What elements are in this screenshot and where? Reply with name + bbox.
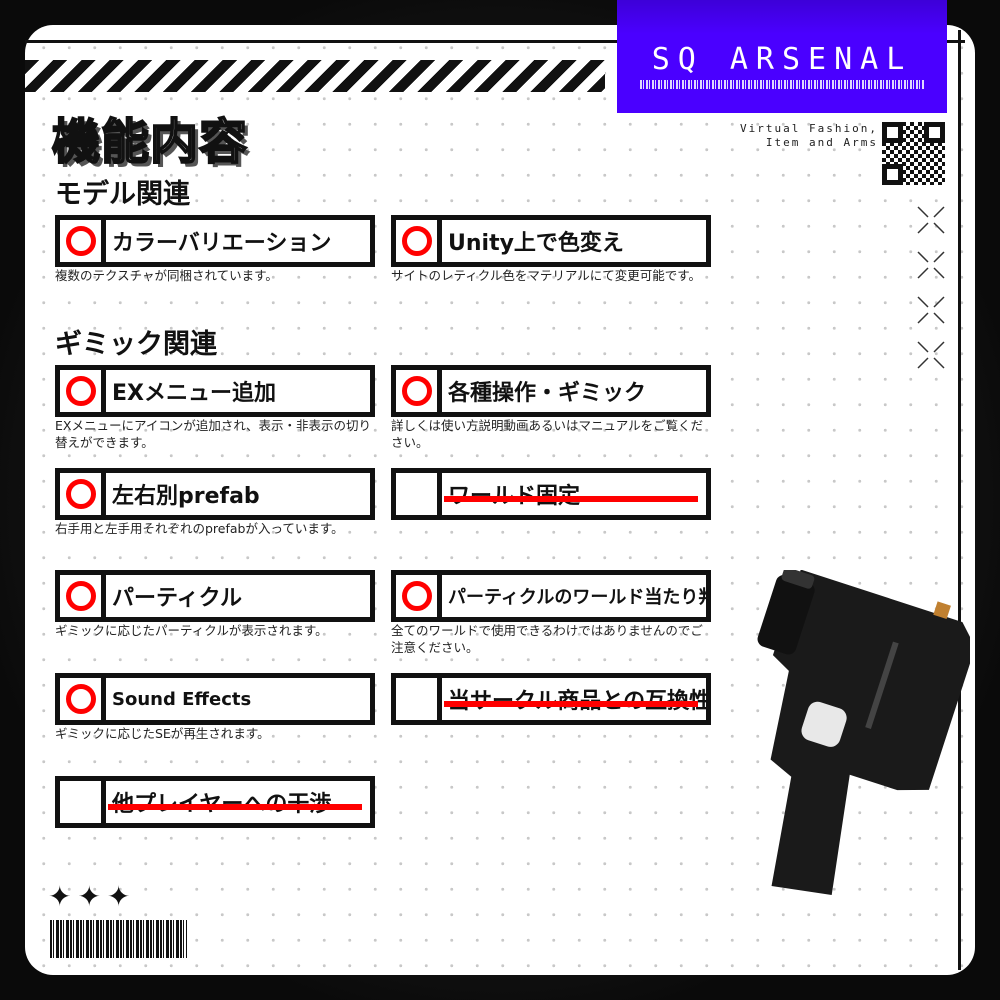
sparkle-icons: ✦✦✦: [48, 880, 137, 913]
circle-mark-icon: [401, 581, 432, 611]
feature-item: パーティクル: [55, 570, 375, 622]
feature-label: ワールド固定: [442, 473, 706, 515]
feature-label: パーティクル: [106, 575, 370, 617]
cross-icon: [917, 251, 945, 279]
feature-item: Unity上で色変え: [391, 215, 711, 267]
check-cell: [60, 678, 106, 720]
feature-description: ギミックに応じたパーティクルが表示されます。: [55, 623, 328, 638]
check-cell: [396, 575, 442, 617]
feature-label: 左右別prefab: [106, 473, 370, 515]
circle-mark-icon: [65, 479, 96, 509]
feature-description: 詳しくは使い方説明動画あるいはマニュアルをご覧ください。: [391, 418, 704, 450]
strikethrough: [444, 496, 698, 502]
brand-banner: SQ ARSENAL: [617, 0, 947, 113]
section-heading-gimmick: ギミック関連: [55, 329, 217, 360]
feature-item: 各種操作・ギミック: [391, 365, 711, 417]
brand-tagline: Virtual Fashion,Item and Arms: [740, 122, 878, 150]
feature-description: 右手用と左手用それぞれのprefabが入っています。: [55, 521, 344, 536]
feature-label-text: 各種操作・ギミック: [448, 381, 647, 406]
tagline-line: Virtual Fashion,: [740, 122, 878, 135]
check-cell: [60, 781, 106, 823]
check-cell: [396, 678, 442, 720]
feature-item: 他プレイヤーへの干渉: [55, 776, 375, 828]
brand-logo: SQ ARSENAL: [651, 42, 913, 77]
feature-item: Sound Effects: [55, 673, 375, 725]
feature-label-text: Unity上で色変え: [448, 231, 624, 256]
feature-item: EXメニュー追加: [55, 365, 375, 417]
feature-label-text: 左右別prefab: [112, 484, 260, 509]
feature-label-text: パーティクルのワールド当たり判定: [448, 587, 706, 608]
circle-mark-icon: [65, 376, 96, 406]
check-cell: [396, 220, 442, 262]
feature-description: 全てのワールドで使用できるわけではありませんのでご注意ください。: [391, 623, 703, 655]
feature-description: ギミックに応じたSEが再生されます。: [55, 726, 270, 741]
feature-label-text: カラーバリエーション: [112, 231, 332, 256]
qr-code: [882, 122, 945, 185]
check-cell: [60, 370, 106, 412]
strikethrough: [108, 804, 362, 810]
pistol-image: [757, 570, 970, 896]
feature-item: パーティクルのワールド当たり判定: [391, 570, 711, 622]
feature-description: 複数のテクスチャが同梱されています。: [55, 268, 278, 283]
feature-item: 当サークル商品との互換性: [391, 673, 711, 725]
barcode-strip: [640, 80, 925, 89]
feature-label: 当サークル商品との互換性: [442, 678, 706, 720]
feature-label-text: Sound Effects: [112, 688, 252, 710]
tagline-line: Item and Arms: [765, 136, 878, 149]
circle-mark-icon: [65, 684, 96, 714]
feature-description: サイトのレティクル色をマテリアルにて変更可能です。: [391, 268, 702, 283]
divider: [958, 30, 961, 970]
feature-label-text: 当サークル商品との互換性: [448, 683, 706, 715]
feature-label-text: ワールド固定: [448, 478, 580, 510]
check-cell: [60, 220, 106, 262]
check-cell: [60, 473, 106, 515]
page-title: 機能内容: [51, 113, 249, 171]
check-cell: [396, 370, 442, 412]
barcode: [50, 920, 187, 958]
circle-mark-icon: [65, 581, 96, 611]
hazard-stripes: [25, 60, 605, 92]
feature-label: パーティクルのワールド当たり判定: [442, 575, 706, 617]
feature-item: カラーバリエーション: [55, 215, 375, 267]
feature-label: 他プレイヤーへの干渉: [106, 781, 370, 823]
feature-label-text: パーティクル: [112, 586, 243, 611]
feature-label: Unity上で色変え: [442, 220, 706, 262]
cross-icon: [917, 341, 945, 369]
cross-icon: [917, 206, 945, 234]
feature-item: ワールド固定: [391, 468, 711, 520]
circle-mark-icon: [65, 226, 96, 256]
feature-label: Sound Effects: [106, 678, 370, 720]
cross-icon: [917, 296, 945, 324]
circle-mark-icon: [401, 226, 432, 256]
check-cell: [60, 575, 106, 617]
circle-mark-icon: [401, 376, 432, 406]
feature-description: EXメニューにアイコンが追加され、表示・非表示の切り替えができます。: [55, 418, 371, 450]
feature-label-text: EXメニュー追加: [112, 381, 276, 406]
feature-label: 各種操作・ギミック: [442, 370, 706, 412]
section-heading-model: モデル関連: [55, 179, 190, 210]
divider: [25, 40, 965, 43]
check-cell: [396, 473, 442, 515]
feature-label-text: 他プレイヤーへの干渉: [112, 786, 331, 818]
feature-item: 左右別prefab: [55, 468, 375, 520]
strikethrough: [444, 701, 698, 707]
feature-label: カラーバリエーション: [106, 220, 370, 262]
feature-label: EXメニュー追加: [106, 370, 370, 412]
